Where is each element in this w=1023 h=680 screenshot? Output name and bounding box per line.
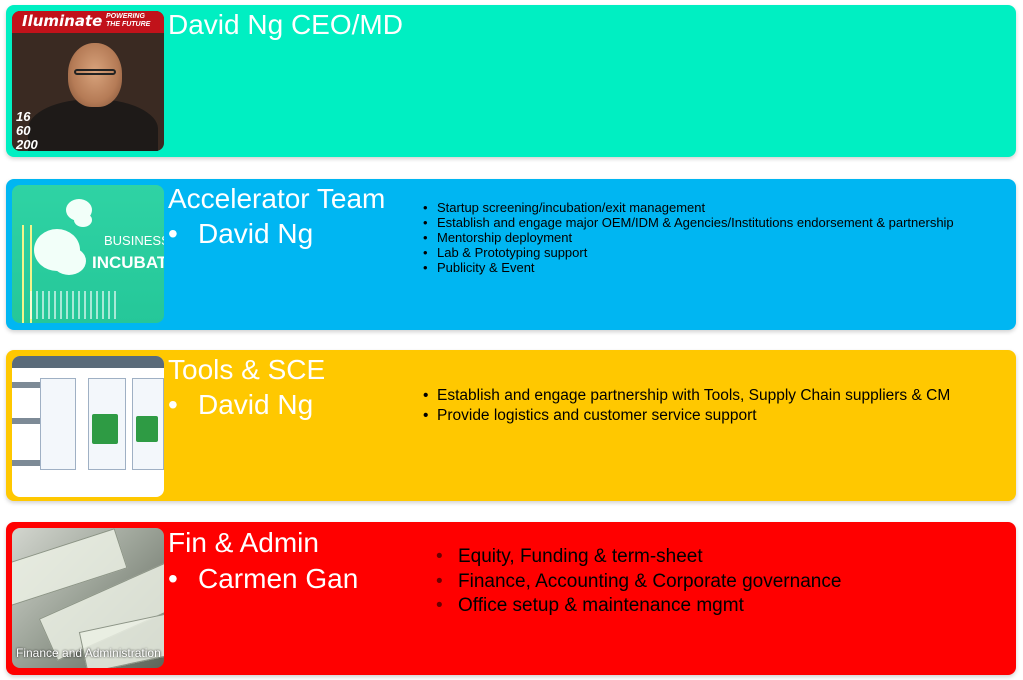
section-person: • David Ng — [168, 217, 313, 251]
list-item: Finance, Accounting & Corporate governan… — [436, 570, 841, 595]
list-item: Equity, Funding & term-sheet — [436, 545, 841, 570]
portrait-glasses — [74, 69, 116, 75]
cloud-shape — [74, 213, 92, 227]
section-title: Tools & SCE — [168, 354, 326, 385]
cover-tagline: POWERING THE FUTURE — [106, 13, 150, 29]
circuit-board-graphic — [92, 414, 118, 444]
thumbnail-caption: Finance and Administration — [16, 646, 161, 660]
person-name: Carmen Gan — [198, 563, 359, 594]
diagram-header-strip — [12, 356, 164, 368]
section-title: David Ng CEO/MD — [168, 9, 403, 40]
list-item: Establish and engage major OEM/IDM & Age… — [423, 215, 954, 230]
cover-number: 200 — [16, 137, 38, 151]
section-title: Fin & Admin — [168, 527, 319, 558]
person-name: David Ng — [198, 218, 314, 249]
accelerator-section: BUSINESS INCUBATION Accelerator Team • Da… — [6, 179, 1016, 330]
ceo-section: Iluminate POWERING THE FUTURE 16 60 200 … — [6, 5, 1016, 157]
diagram-label-bar — [12, 382, 48, 388]
diagram-box — [40, 378, 76, 470]
masthead-text: Iluminate — [22, 12, 103, 30]
skyline-graphic — [30, 291, 120, 319]
list-item: Publicity & Event — [423, 260, 954, 275]
list-item: Mentorship deployment — [423, 230, 954, 245]
list-item: Establish and engage partnership with To… — [423, 386, 950, 406]
fin-admin-section: Finance and Administration Fin & Admin •… — [6, 522, 1016, 675]
diagram-label-bar — [12, 418, 48, 424]
bullet-dot-icon: • — [168, 563, 178, 594]
magazine-cover-image: Iluminate POWERING THE FUTURE 16 60 200 — [12, 11, 164, 151]
thumbnail-text: BUSINESS — [104, 233, 164, 248]
thumbnail-text: INCUBATION — [92, 253, 164, 272]
tagline-line-1: POWERING — [106, 13, 145, 20]
list-item: Office setup & maintenance mgmt — [436, 594, 841, 619]
circuit-board-graphic — [136, 416, 158, 442]
portrait-body — [28, 99, 158, 151]
cover-number: 60 — [16, 123, 31, 138]
responsibility-list: Equity, Funding & term-sheet Finance, Ac… — [436, 545, 841, 619]
responsibility-list: Startup screening/incubation/exit manage… — [423, 200, 954, 275]
tools-sce-section: Tools & SCE • David Ng Establish and enga… — [6, 350, 1016, 501]
list-item: Startup screening/incubation/exit manage… — [423, 200, 954, 215]
bullet-dot-icon: • — [168, 389, 178, 420]
magazine-masthead: Iluminate POWERING THE FUTURE — [12, 11, 164, 33]
cover-number: 16 — [16, 109, 31, 124]
supply-chain-diagram-image — [12, 356, 164, 497]
section-person: • Carmen Gan — [168, 562, 358, 596]
cloud-shape — [52, 247, 86, 275]
tagline-line-2: THE FUTURE — [106, 21, 151, 28]
ladder-graphic — [22, 225, 32, 323]
list-item: Lab & Prototyping support — [423, 245, 954, 260]
business-incubation-image: BUSINESS INCUBATION — [12, 185, 164, 323]
portrait-head — [68, 43, 122, 107]
finance-image: Finance and Administration — [12, 528, 164, 668]
person-name: David Ng — [198, 389, 314, 420]
section-title: Accelerator Team — [168, 183, 386, 214]
diagram-label-bar — [12, 460, 48, 466]
list-item: Provide logistics and customer service s… — [423, 406, 950, 426]
section-person: • David Ng — [168, 388, 313, 422]
responsibility-list: Establish and engage partnership with To… — [423, 386, 950, 426]
bullet-dot-icon: • — [168, 218, 178, 249]
